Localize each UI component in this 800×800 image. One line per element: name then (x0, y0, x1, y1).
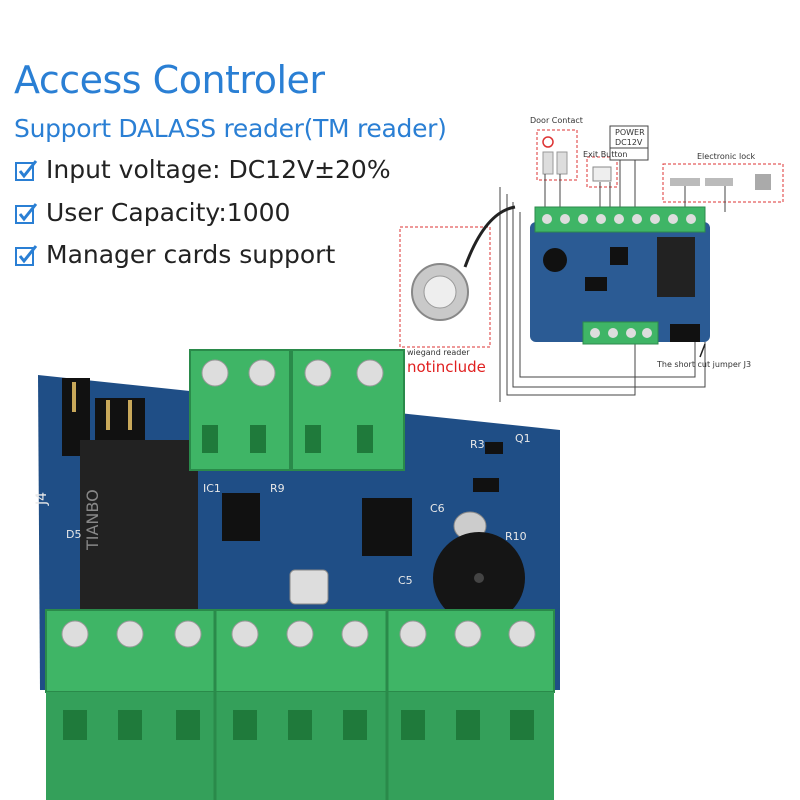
relay-brand-label: TIANBO (83, 489, 102, 551)
c5-label: C5 (398, 574, 413, 587)
power-label: POWER (615, 128, 645, 137)
d5-label: D5 (66, 528, 81, 541)
pcb-board-image: TIANBO J4 IC1 R3 Q1 R9 C6 R10 C5 D5 (34, 349, 560, 800)
page-title: Access Controler (14, 58, 325, 102)
feature-text: Manager cards support (46, 240, 336, 269)
wiring-diagram-graphic (399, 125, 784, 402)
checkbox-icon (15, 244, 38, 266)
feature-item-voltage: Input voltage: DC12V±20% (14, 155, 391, 184)
feature-text: Input voltage: DC12V±20% (46, 155, 391, 184)
checkbox-icon (15, 159, 38, 181)
exit-button-label: Exit Button (583, 150, 628, 159)
page-subtitle: Support DALASS reader(TM reader) (14, 114, 447, 143)
not-include-label: notinclude (407, 358, 486, 376)
electronic-lock-label: Electronic lock (697, 152, 756, 161)
r10-label: R10 (505, 530, 527, 543)
q1-label: Q1 (515, 432, 531, 445)
checkbox-icon (15, 202, 38, 224)
power-voltage-label: DC12V (615, 138, 643, 147)
wiring-diagram: Door Contact Exit Button POWER DC12V Ele… (395, 112, 790, 402)
r9-label: R9 (270, 482, 285, 495)
feature-item-capacity: User Capacity:1000 (14, 198, 290, 227)
feature-item-manager-cards: Manager cards support (14, 240, 335, 269)
j4-label: J4 (34, 492, 50, 506)
door-contact-label: Door Contact (530, 116, 583, 125)
feature-text: User Capacity:1000 (46, 198, 291, 227)
jumper-label: The short cut jumper J3 (657, 360, 752, 369)
c6-label: C6 (430, 502, 445, 515)
r3-label: R3 (470, 438, 485, 451)
wiegand-reader-label: wiegand reader (407, 348, 470, 357)
ic1-label: IC1 (203, 482, 221, 495)
